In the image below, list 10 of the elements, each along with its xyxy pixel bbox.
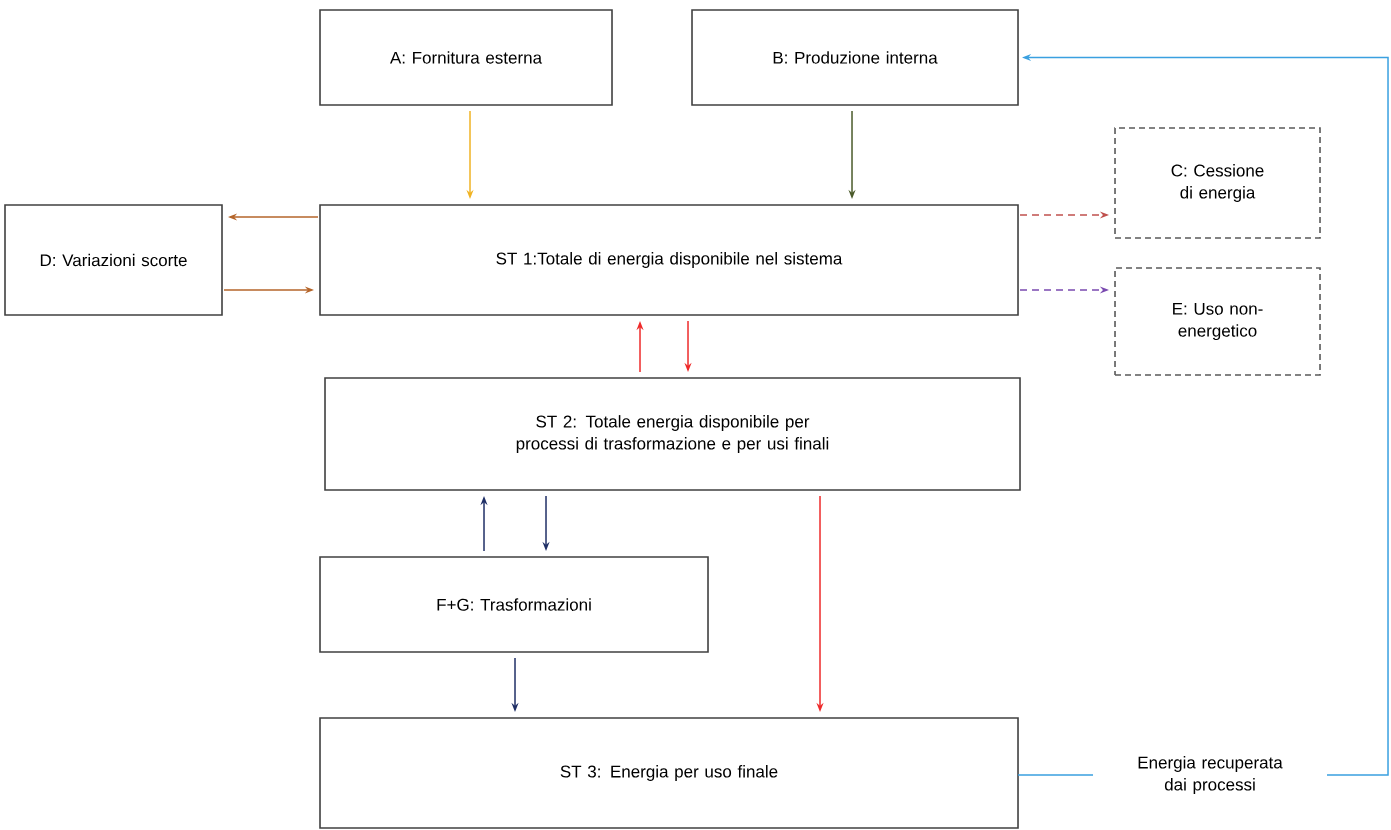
process-box: B: Produzione interna [691, 9, 1019, 106]
process-box: F+G: Trasformazioni [319, 556, 709, 653]
process-box: ST 2: Totale energia disponibile per processi di trasformazione e per usi finali [324, 377, 1021, 491]
process-box: C: Cessione di energia [1114, 127, 1321, 239]
process-box: ST 3: Energia per uso finale [319, 717, 1019, 829]
process-box: A: Fornitura esterna [319, 9, 613, 106]
process-box: D: Variazioni scorte [4, 204, 223, 316]
process-box: ST 1:Totale di energia disponibile nel sistema [319, 204, 1019, 316]
process-box: E: Uso non-energetico [1114, 267, 1321, 376]
edge-label: Energia recuperata dai processi [1093, 754, 1327, 796]
